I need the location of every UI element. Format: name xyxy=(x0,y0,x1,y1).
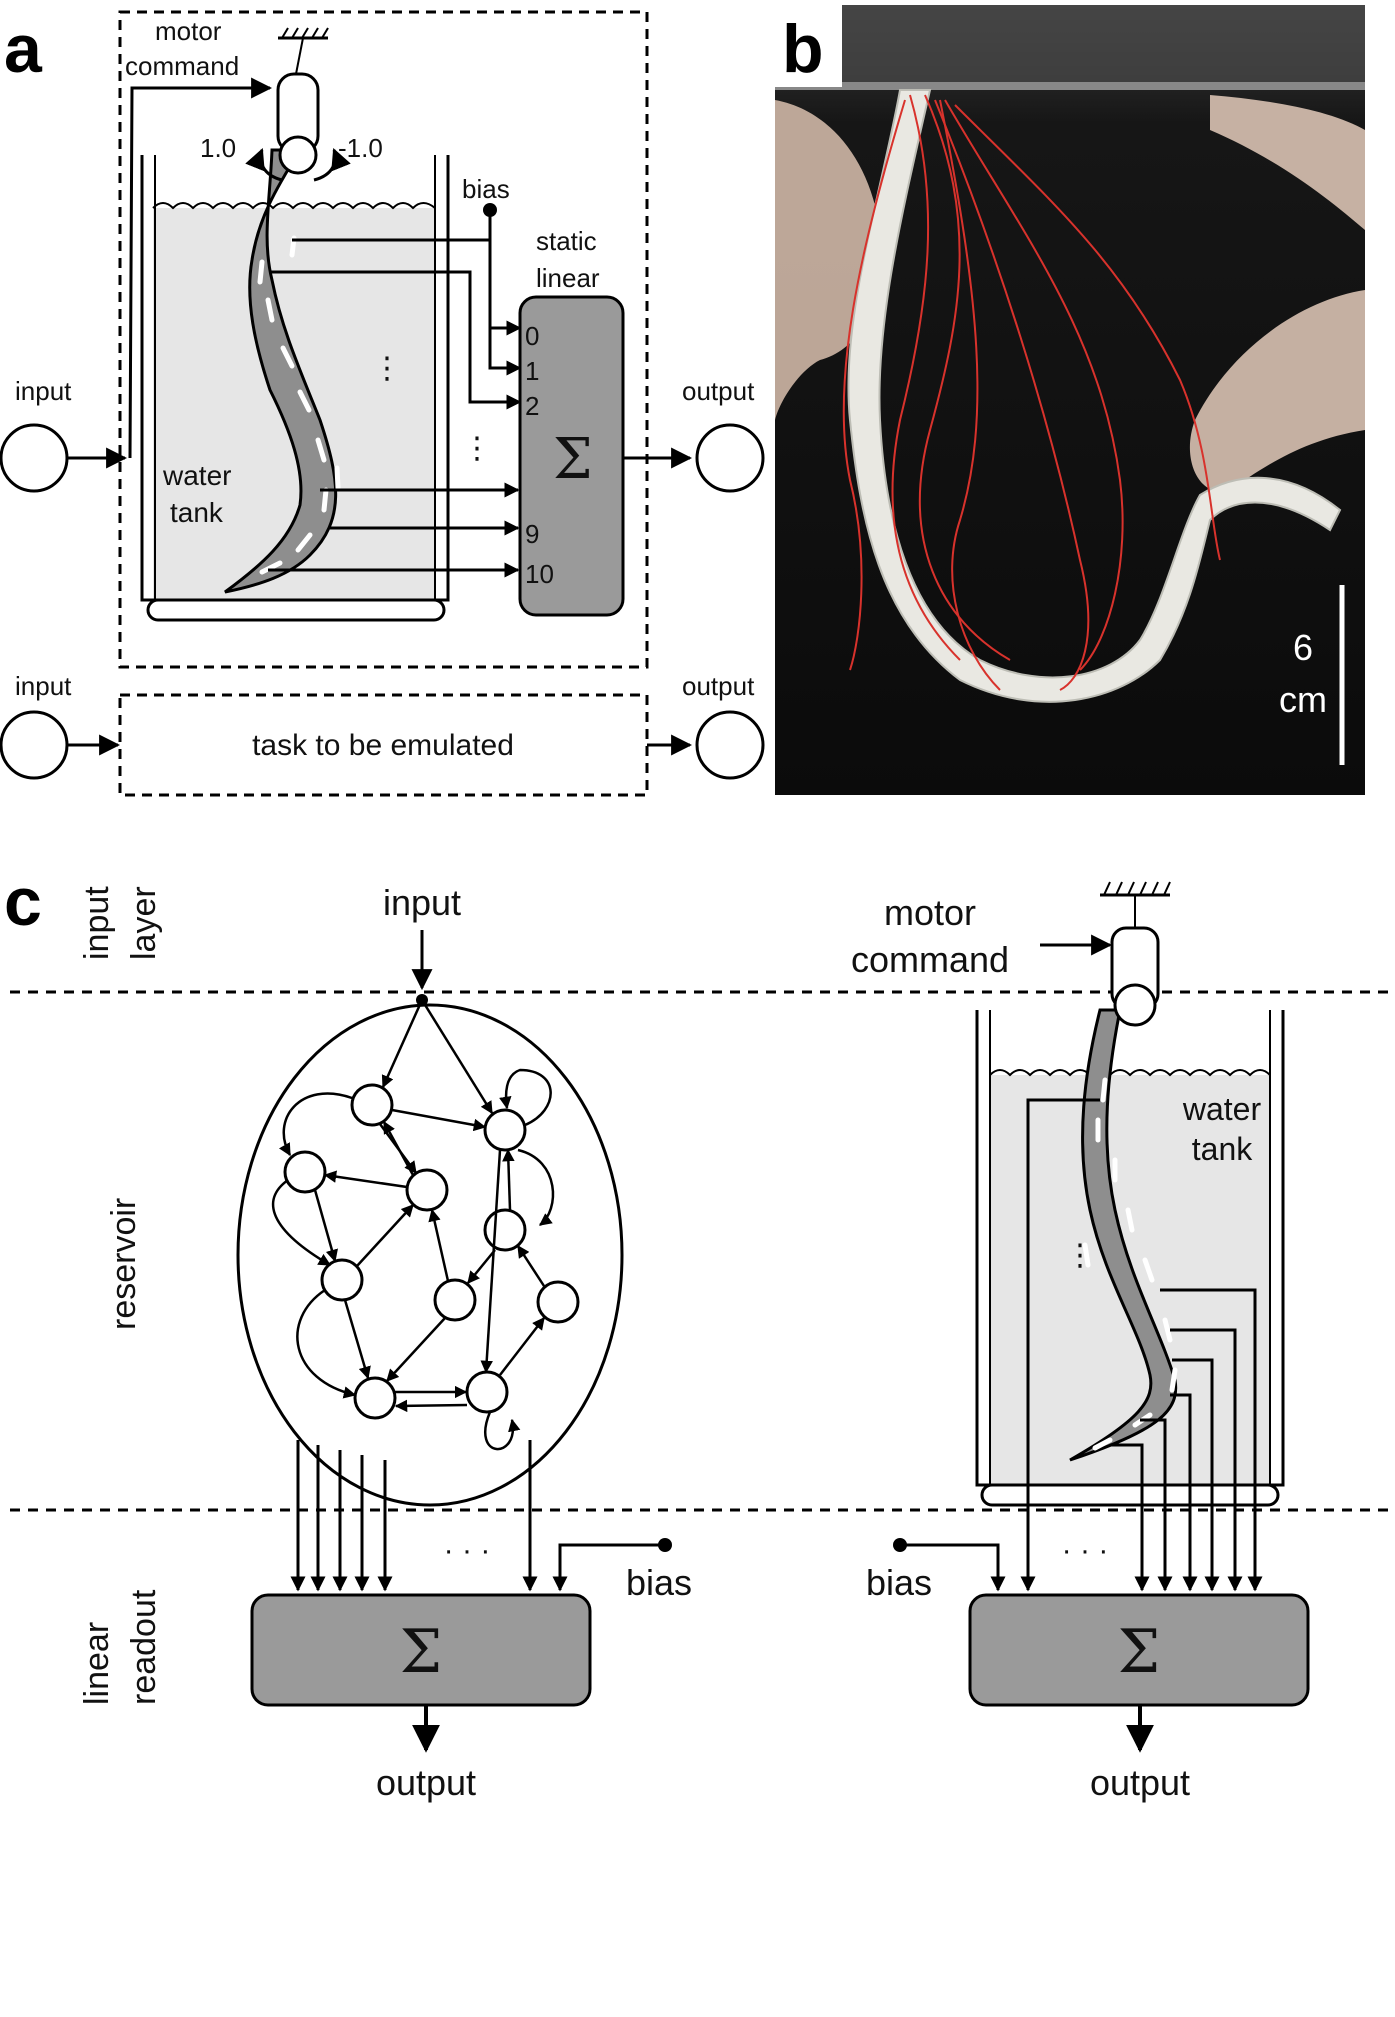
index-10: 10 xyxy=(525,559,554,589)
left-output-label: output xyxy=(376,1762,476,1803)
layer-input-2: layer xyxy=(125,886,163,960)
task-box xyxy=(118,693,649,797)
layer-readout-2: readout xyxy=(125,1589,163,1705)
left-bias-label: bias xyxy=(626,1562,692,1603)
right-tentacle xyxy=(1069,983,1178,1462)
task-box-label: task to be emulated xyxy=(252,729,514,762)
task-output-node xyxy=(695,710,765,780)
physical-body-box xyxy=(118,10,649,669)
right-sum-symbol: Σ xyxy=(1118,1617,1160,1687)
index-2: 2 xyxy=(525,391,539,421)
panel-b-label: b xyxy=(782,11,824,87)
panel-c: c input layer reservoir linear readout i… xyxy=(4,864,1390,1803)
layer-reservoir: reservoir xyxy=(105,1198,143,1330)
right-hinge xyxy=(1113,983,1157,1027)
index-1: 1 xyxy=(525,356,539,386)
input-label-a: input xyxy=(15,376,72,406)
right-output-label: output xyxy=(1090,1762,1190,1803)
reservoir-edges xyxy=(271,999,555,1451)
hinge-circle xyxy=(278,135,318,175)
right-motor-label-2: command xyxy=(851,939,1009,980)
reservoir-node xyxy=(320,1258,364,1302)
right-motor-label-1: motor xyxy=(884,892,976,933)
output-label-a: output xyxy=(682,376,755,406)
left-dots: · · · xyxy=(444,1534,491,1567)
reservoir-node xyxy=(483,1108,527,1152)
left-readout-box xyxy=(250,1593,592,1707)
left-readout-lines xyxy=(290,1440,665,1592)
task-output-label: output xyxy=(682,671,755,701)
left-sum-symbol: Σ xyxy=(400,1617,442,1687)
reservoir-node xyxy=(405,1168,449,1212)
index-0: 0 xyxy=(525,321,539,351)
photo-label-bg xyxy=(775,5,842,87)
vdots-tank-a: ⋮ xyxy=(372,352,402,385)
tank-base xyxy=(146,598,446,622)
reservoir-node xyxy=(283,1150,327,1194)
actuator-a xyxy=(245,27,351,182)
output-node-a xyxy=(695,423,765,493)
vdots-lines-a: ⋮ xyxy=(462,432,492,465)
right-bias-label: bias xyxy=(866,1562,932,1603)
left-hand xyxy=(775,100,882,420)
reservoir-ellipse xyxy=(236,1003,624,1507)
angle-pos-label: 1.0 xyxy=(200,133,236,163)
reservoir-nodes xyxy=(283,1083,580,1420)
sensor-lines-a xyxy=(268,238,522,578)
bias-label-a: bias xyxy=(462,174,510,204)
sum-symbol-a: Σ xyxy=(553,427,593,492)
task-input-node xyxy=(0,710,69,780)
right-hand xyxy=(1189,290,1365,492)
reservoir-node xyxy=(353,1376,397,1420)
water-tank-label-1: water xyxy=(162,460,231,491)
reservoir-node xyxy=(465,1370,509,1414)
tentacle-a xyxy=(224,148,341,594)
task-input-label: input xyxy=(15,671,72,701)
water-tank-label-2: tank xyxy=(170,497,224,528)
motor-command-label-1: motor xyxy=(155,16,222,46)
right-readout-lines xyxy=(900,1098,1263,1592)
readout-box-a xyxy=(518,295,625,617)
index-9: 9 xyxy=(525,519,539,549)
scale-unit: cm xyxy=(1279,679,1327,720)
scale-value: 6 xyxy=(1293,627,1313,668)
reservoir-node xyxy=(536,1280,580,1324)
sensor-wires xyxy=(842,94,1221,691)
water-surface xyxy=(152,202,436,210)
static-label: static xyxy=(536,226,597,256)
panel-a: a water tank xyxy=(0,10,765,797)
reservoir-node xyxy=(433,1278,477,1322)
panel-b: b 6 cm xyxy=(775,5,1365,795)
left-input-label: input xyxy=(383,882,461,923)
right-water-label-1: water xyxy=(1182,1091,1262,1127)
panel-c-label: c xyxy=(4,864,42,940)
layer-readout-1: linear xyxy=(78,1622,116,1705)
input-node-a xyxy=(0,423,69,493)
reservoir-node xyxy=(483,1208,527,1252)
motor-command-label-2: command xyxy=(125,51,239,81)
angle-neg-label: -1.0 xyxy=(338,133,383,163)
right-vdots: ⋮ xyxy=(1065,1239,1095,1272)
linear-label: linear xyxy=(536,263,600,293)
panel-a-label: a xyxy=(4,11,43,87)
right-dots: · · · xyxy=(1062,1534,1109,1567)
right-water-label-2: tank xyxy=(1192,1131,1253,1167)
layer-input-1: input xyxy=(78,886,116,960)
reservoir-node xyxy=(350,1083,394,1127)
strain-sensors xyxy=(257,235,341,575)
